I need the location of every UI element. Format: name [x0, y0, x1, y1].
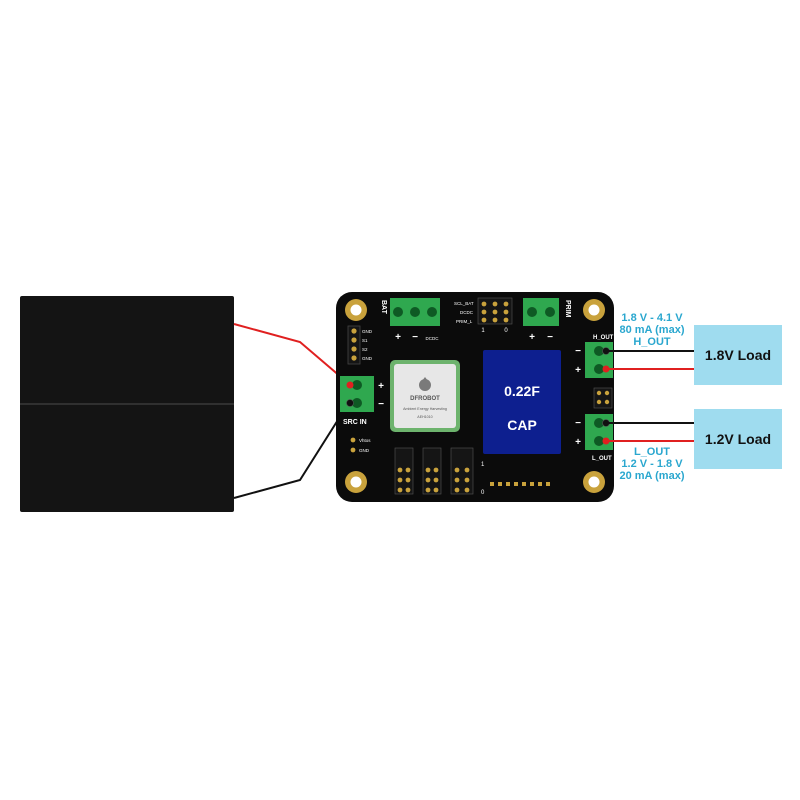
- l-out-terminal: [585, 414, 613, 450]
- src-in-label: SRC IN: [343, 419, 367, 426]
- l-out-black-connection: [602, 419, 610, 427]
- src-in-terminal: [340, 376, 374, 412]
- h-out-name: H_OUT: [633, 336, 671, 348]
- bat-terminal: [390, 298, 440, 326]
- l-out-minus: −: [575, 418, 581, 429]
- mounting-hole-br: [583, 471, 605, 493]
- prim-label: PRIM: [564, 300, 571, 318]
- bat-label: BAT: [380, 300, 387, 315]
- bottom-zero-label: 0: [481, 490, 485, 496]
- pin-label-gnd: GND: [362, 356, 373, 361]
- h-load-box: [694, 325, 782, 385]
- src-minus: −: [378, 399, 384, 410]
- prim-minus: −: [547, 332, 553, 343]
- l-out-name: L_OUT: [634, 446, 670, 458]
- pcb: [336, 292, 614, 502]
- jumper-zero-label: 0: [504, 328, 508, 334]
- h-out-current: 80 mA (max): [619, 324, 684, 336]
- vhtos-pins: [350, 437, 356, 453]
- panel-black-wire: [233, 403, 349, 499]
- chip-line1: Ambient Energy Harvesting: [403, 407, 447, 411]
- panel-red-wire: [233, 323, 349, 384]
- src-red-connection: [346, 381, 354, 389]
- dcdc-small-label: DCDC: [426, 336, 440, 341]
- vhtos-label: Vhtos: [359, 438, 371, 443]
- harvester-chip: [390, 360, 460, 432]
- mounting-hole-bl: [345, 471, 367, 493]
- src-plus: +: [378, 381, 384, 392]
- left-header: [347, 325, 361, 365]
- supercapacitor: [483, 350, 561, 454]
- pin-label-s2: S2: [362, 347, 368, 352]
- prim-terminal: [523, 298, 559, 326]
- jumper-block-top: [477, 297, 513, 325]
- chip-line2: AEH1010: [417, 415, 432, 419]
- l-load-label: 1.2V Load: [705, 431, 771, 447]
- scl-bat-label: SCL_BAT: [454, 301, 474, 306]
- pin-label-gnd-top: GND: [362, 329, 373, 334]
- bottom-one-label: 1: [481, 462, 485, 468]
- jumper-one-label: 1: [481, 328, 485, 334]
- h-load-label: 1.8V Load: [705, 347, 771, 363]
- vhtos-gnd-label: GND: [359, 448, 370, 453]
- chip-brand: DFROBOT: [410, 396, 440, 402]
- solar-panel: [20, 296, 234, 512]
- h-out-minus: −: [575, 346, 581, 357]
- bottom-jumpers: [394, 447, 474, 495]
- right-header: [593, 387, 613, 409]
- l-out-red-connection: [602, 437, 610, 445]
- l-load-box: [694, 409, 782, 469]
- l-out-plus: +: [575, 437, 581, 448]
- l-out-board-label: L_OUT: [592, 456, 612, 462]
- pin-label-s1: S1: [362, 338, 368, 343]
- h-out-black-connection: [602, 347, 610, 355]
- src-black-connection: [346, 399, 354, 407]
- h-out-plus: +: [575, 365, 581, 376]
- bat-plus: +: [395, 332, 401, 343]
- h-out-voltage: 1.8 V - 4.1 V: [621, 312, 683, 324]
- l-out-voltage: 1.2 V - 1.8 V: [621, 458, 683, 470]
- selector-pads: [490, 482, 550, 486]
- h-out-board-label: H_OUT: [593, 335, 614, 341]
- prim-l-label: PRIM_L: [456, 319, 473, 324]
- bat-minus: −: [412, 332, 418, 343]
- dcdc-label: DCDC: [460, 310, 474, 315]
- mounting-hole-tr: [583, 299, 605, 321]
- h-out-red-connection: [602, 365, 610, 373]
- mounting-hole-tl: [345, 299, 367, 321]
- h-out-terminal: [585, 342, 613, 378]
- harvester-board: GND S1 S2 GND BAT + − DCDC SCL_BAT DCDC …: [336, 292, 614, 502]
- cap-value: 0.22F: [504, 383, 540, 399]
- prim-plus: +: [529, 332, 535, 343]
- l-out-current: 20 mA (max): [619, 470, 684, 482]
- cap-label: CAP: [507, 417, 537, 433]
